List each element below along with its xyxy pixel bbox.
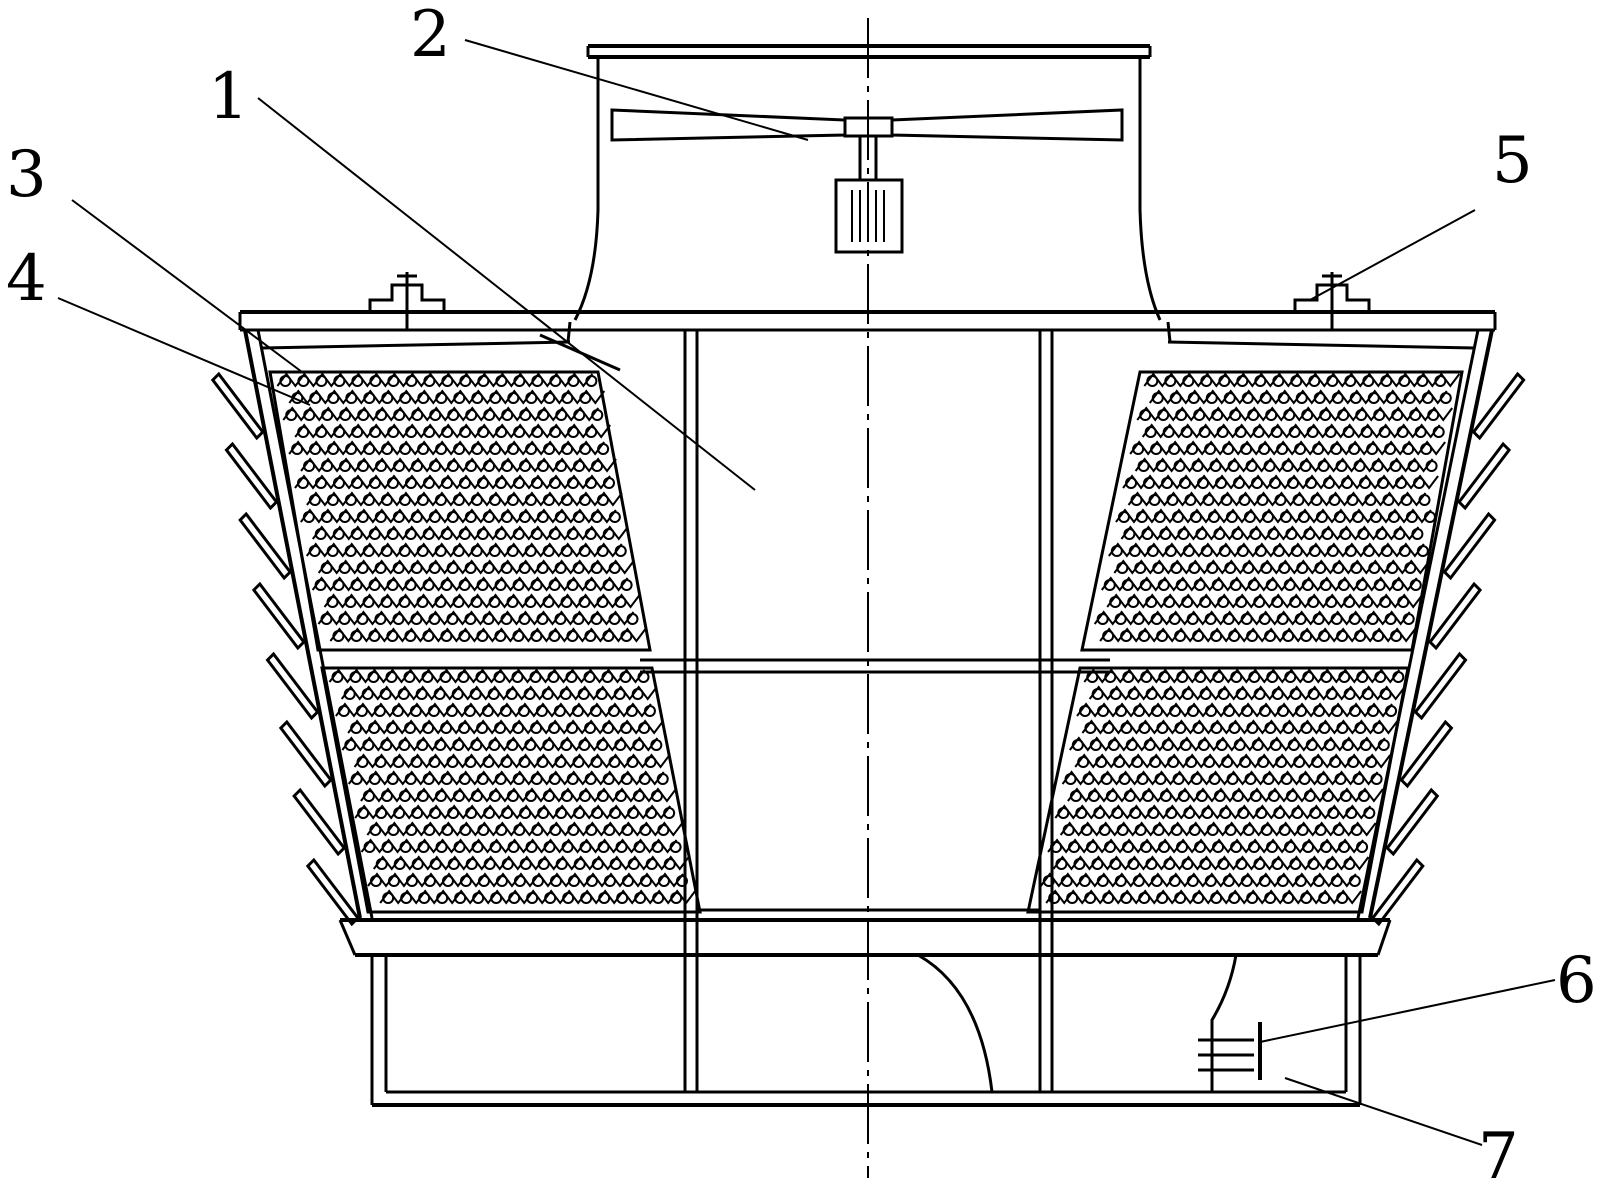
callout-7: 7 bbox=[1478, 1120, 1519, 1191]
callout-labels: 1 2 3 4 5 6 7 bbox=[6, 0, 1597, 1191]
louver-blade-right bbox=[1442, 511, 1497, 581]
leader-lines bbox=[57, 39, 1556, 1146]
louver-blade-right bbox=[1457, 441, 1512, 511]
callout-2: 2 bbox=[410, 0, 451, 72]
louver-blade-right bbox=[1399, 719, 1454, 789]
fill-media-left bbox=[268, 370, 702, 914]
callout-6: 6 bbox=[1556, 944, 1597, 1018]
water-basin bbox=[338, 918, 1392, 1107]
louver-blade-left bbox=[210, 371, 265, 441]
fill-band-left-upper bbox=[268, 370, 652, 652]
louver-blade-right bbox=[1428, 581, 1483, 651]
outlet-pipe bbox=[1198, 1022, 1262, 1080]
callout-1: 1 bbox=[208, 60, 249, 134]
fill-media-right bbox=[1026, 370, 1464, 914]
callout-3: 3 bbox=[6, 138, 47, 212]
louver-blade-left bbox=[238, 511, 293, 581]
motor bbox=[834, 178, 904, 254]
louver-blade-right bbox=[1385, 787, 1440, 857]
louver-blade-right bbox=[1413, 651, 1468, 721]
air-inlet-louvers-right bbox=[1370, 371, 1526, 927]
louver-blade-left bbox=[278, 719, 333, 789]
fill-band-right-lower bbox=[1026, 666, 1410, 914]
center-frame bbox=[640, 330, 1110, 1092]
louver-blade-left bbox=[224, 441, 279, 511]
fan-assembly bbox=[610, 108, 1124, 254]
fill-band-right-upper bbox=[1080, 370, 1464, 652]
fan-stack bbox=[573, 44, 1162, 321]
louver-blade-left bbox=[292, 787, 347, 857]
fill-band-left-lower bbox=[320, 666, 702, 914]
air-inlet-louvers-left bbox=[210, 371, 360, 927]
callout-5: 5 bbox=[1492, 124, 1533, 198]
louver-blade-left bbox=[265, 651, 320, 721]
louver-blade-left bbox=[251, 581, 306, 651]
callout-4: 4 bbox=[6, 242, 47, 316]
louver-blade-right bbox=[1471, 371, 1526, 441]
top-deck bbox=[238, 272, 1497, 332]
